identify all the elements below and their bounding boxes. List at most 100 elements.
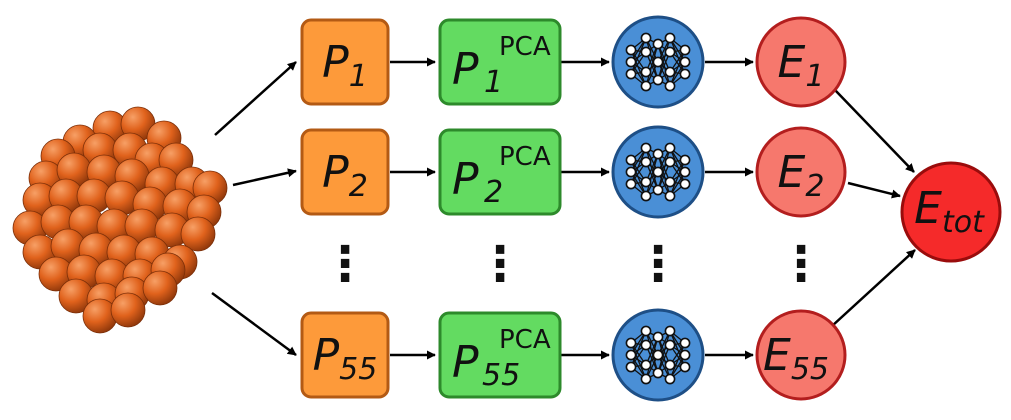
- network-node: [664, 142, 676, 154]
- pca-subscript: 1: [484, 65, 503, 100]
- network-node: [640, 142, 652, 154]
- network-node: [625, 349, 637, 361]
- atom: [180, 216, 216, 252]
- neural-network-icon: [611, 308, 705, 402]
- e-label: E2: [778, 147, 825, 204]
- network-node: [625, 68, 637, 80]
- network-node: [640, 325, 652, 337]
- arrow-e1-to-etot: [834, 89, 915, 173]
- network-node: [640, 373, 652, 385]
- network-node: [625, 44, 637, 56]
- e-label: E1: [778, 37, 825, 94]
- network-node: [679, 361, 691, 373]
- network-node: [664, 66, 676, 78]
- e-node: [755, 126, 847, 218]
- arrow-e55-to-etot: [831, 249, 916, 327]
- pca-label: P: [452, 154, 479, 205]
- pca-superscript: PCA: [499, 32, 551, 62]
- network-node: [625, 178, 637, 190]
- e-node: [755, 309, 847, 401]
- network-node: [664, 156, 676, 168]
- atom-cluster-icon: [12, 106, 228, 334]
- network-node: [679, 68, 691, 80]
- arrow-cluster-to-p1: [214, 61, 297, 136]
- network-edge: [630, 330, 647, 368]
- arrows: [211, 57, 916, 360]
- network-node: [652, 148, 664, 160]
- network-node: [640, 66, 652, 78]
- network-node: [664, 32, 676, 44]
- network-edge: [669, 147, 686, 185]
- network-edge: [630, 342, 647, 380]
- network-edge: [669, 159, 686, 197]
- network-node: [652, 184, 664, 196]
- row-2: P2 P PCA 2 E2: [300, 125, 847, 219]
- arrow-e2-to-etot: [847, 181, 901, 199]
- pca-box: [438, 311, 562, 399]
- pca-superscript: PCA: [499, 142, 551, 172]
- network-edge: [630, 49, 647, 87]
- etot-node: [900, 161, 1002, 263]
- network-edge: [630, 159, 647, 197]
- network-node: [640, 80, 652, 92]
- network-node: [679, 56, 691, 68]
- ellipsis-nn: ⋮: [634, 236, 682, 292]
- p-box: [300, 311, 390, 399]
- network-node: [664, 176, 676, 188]
- network-edge: [669, 49, 686, 87]
- network-node: [652, 367, 664, 379]
- e-label: E55: [763, 330, 829, 387]
- network-edge: [657, 330, 671, 374]
- network-node: [664, 359, 676, 371]
- neural-network-icon: [611, 15, 705, 109]
- network-node: [679, 166, 691, 178]
- p-label: P55: [313, 330, 378, 387]
- pca-superscript: PCA: [499, 325, 551, 355]
- network-node: [640, 32, 652, 44]
- row-1: P1 P PCA 1 E1: [300, 15, 847, 109]
- network-edge: [645, 336, 659, 380]
- network-node: [640, 46, 652, 58]
- pca-label: P: [452, 337, 479, 388]
- network-node: [664, 339, 676, 351]
- network-node: [652, 38, 664, 50]
- network-node: [640, 339, 652, 351]
- network-edge: [630, 37, 647, 75]
- arrow-cluster-to-p2: [232, 168, 297, 187]
- arrow-cluster-to-p55: [211, 291, 297, 357]
- network-node: [640, 156, 652, 168]
- network-node: [625, 56, 637, 68]
- network-edge: [630, 147, 647, 185]
- row-55: P55 P PCA 55 E55: [300, 308, 847, 402]
- ellipsis-p: ⋮: [321, 236, 369, 292]
- network-node: [652, 56, 664, 68]
- network-node: [679, 44, 691, 56]
- network-node: [625, 361, 637, 373]
- network-node: [664, 46, 676, 58]
- network-node: [679, 178, 691, 190]
- network-node: [652, 74, 664, 86]
- network-node: [640, 176, 652, 188]
- network-edge: [669, 37, 686, 75]
- pca-box: [438, 128, 562, 216]
- network-edge: [657, 147, 671, 191]
- network-edge: [645, 153, 659, 197]
- network-node: [652, 349, 664, 361]
- network-node: [625, 166, 637, 178]
- atom: [110, 292, 146, 328]
- network-node: [664, 325, 676, 337]
- ellipsis-pca: ⋮: [476, 236, 524, 292]
- network-node: [664, 190, 676, 202]
- pca-box: [438, 18, 562, 106]
- atom: [142, 270, 178, 306]
- ellipsis-row: ⋮ ⋮ ⋮ ⋮: [321, 236, 825, 292]
- network-node: [679, 349, 691, 361]
- network-node: [625, 337, 637, 349]
- pca-subscript: 55: [482, 358, 520, 393]
- neural-network-icon: [611, 125, 705, 219]
- ellipsis-e: ⋮: [777, 236, 825, 292]
- p-label: P1: [322, 37, 368, 94]
- pca-label: P: [452, 44, 479, 95]
- e-node: [755, 16, 847, 108]
- network-node: [640, 359, 652, 371]
